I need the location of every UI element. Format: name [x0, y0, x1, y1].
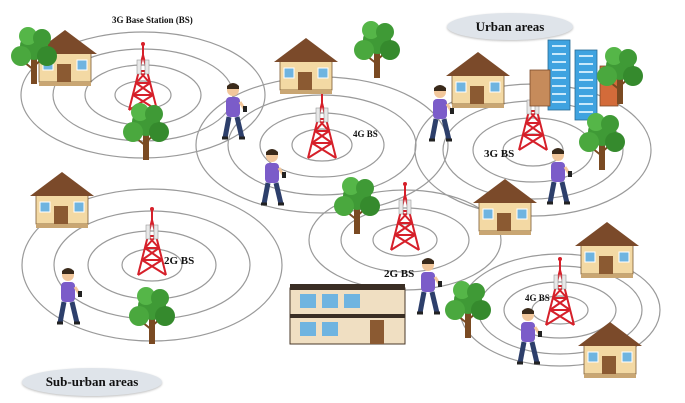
- cell-tower-icon: [137, 206, 167, 276]
- person-with-phone-icon: [57, 268, 82, 323]
- bs-4g-top-label: 4G BS: [353, 129, 378, 139]
- tree-icon: [353, 20, 401, 79]
- bs-2g-left-label: 2G BS: [164, 255, 195, 267]
- tree-icon: [444, 280, 492, 339]
- bs-3g-right-label: 3G BS: [484, 148, 515, 160]
- person-with-phone-icon: [417, 258, 442, 313]
- cell-tower-icon: [128, 41, 158, 111]
- cell-tower-icon: [307, 89, 337, 159]
- tree-icon: [128, 286, 176, 345]
- urban-areas-label: Urban areas: [447, 13, 573, 40]
- bs-2g-center-label: 2G BS: [384, 268, 415, 280]
- house-icon: [472, 178, 538, 236]
- house-icon: [29, 171, 95, 229]
- tree-icon: [578, 112, 626, 171]
- cell-tower-icon: [390, 181, 420, 251]
- house-icon: [273, 37, 339, 95]
- house-icon: [574, 221, 640, 279]
- bs-4g-bottom-label: 4G BS: [525, 293, 550, 303]
- tree-icon: [333, 176, 381, 235]
- house-icon: [445, 51, 511, 109]
- suburban-areas-label: Sub-urban areas: [22, 368, 162, 396]
- base-station-label: 3G Base Station (BS): [112, 15, 193, 25]
- tree-icon: [122, 102, 170, 161]
- person-with-phone-icon: [517, 308, 542, 363]
- cell-tower-icon: [545, 256, 575, 326]
- apartment-building-icon: [289, 284, 406, 345]
